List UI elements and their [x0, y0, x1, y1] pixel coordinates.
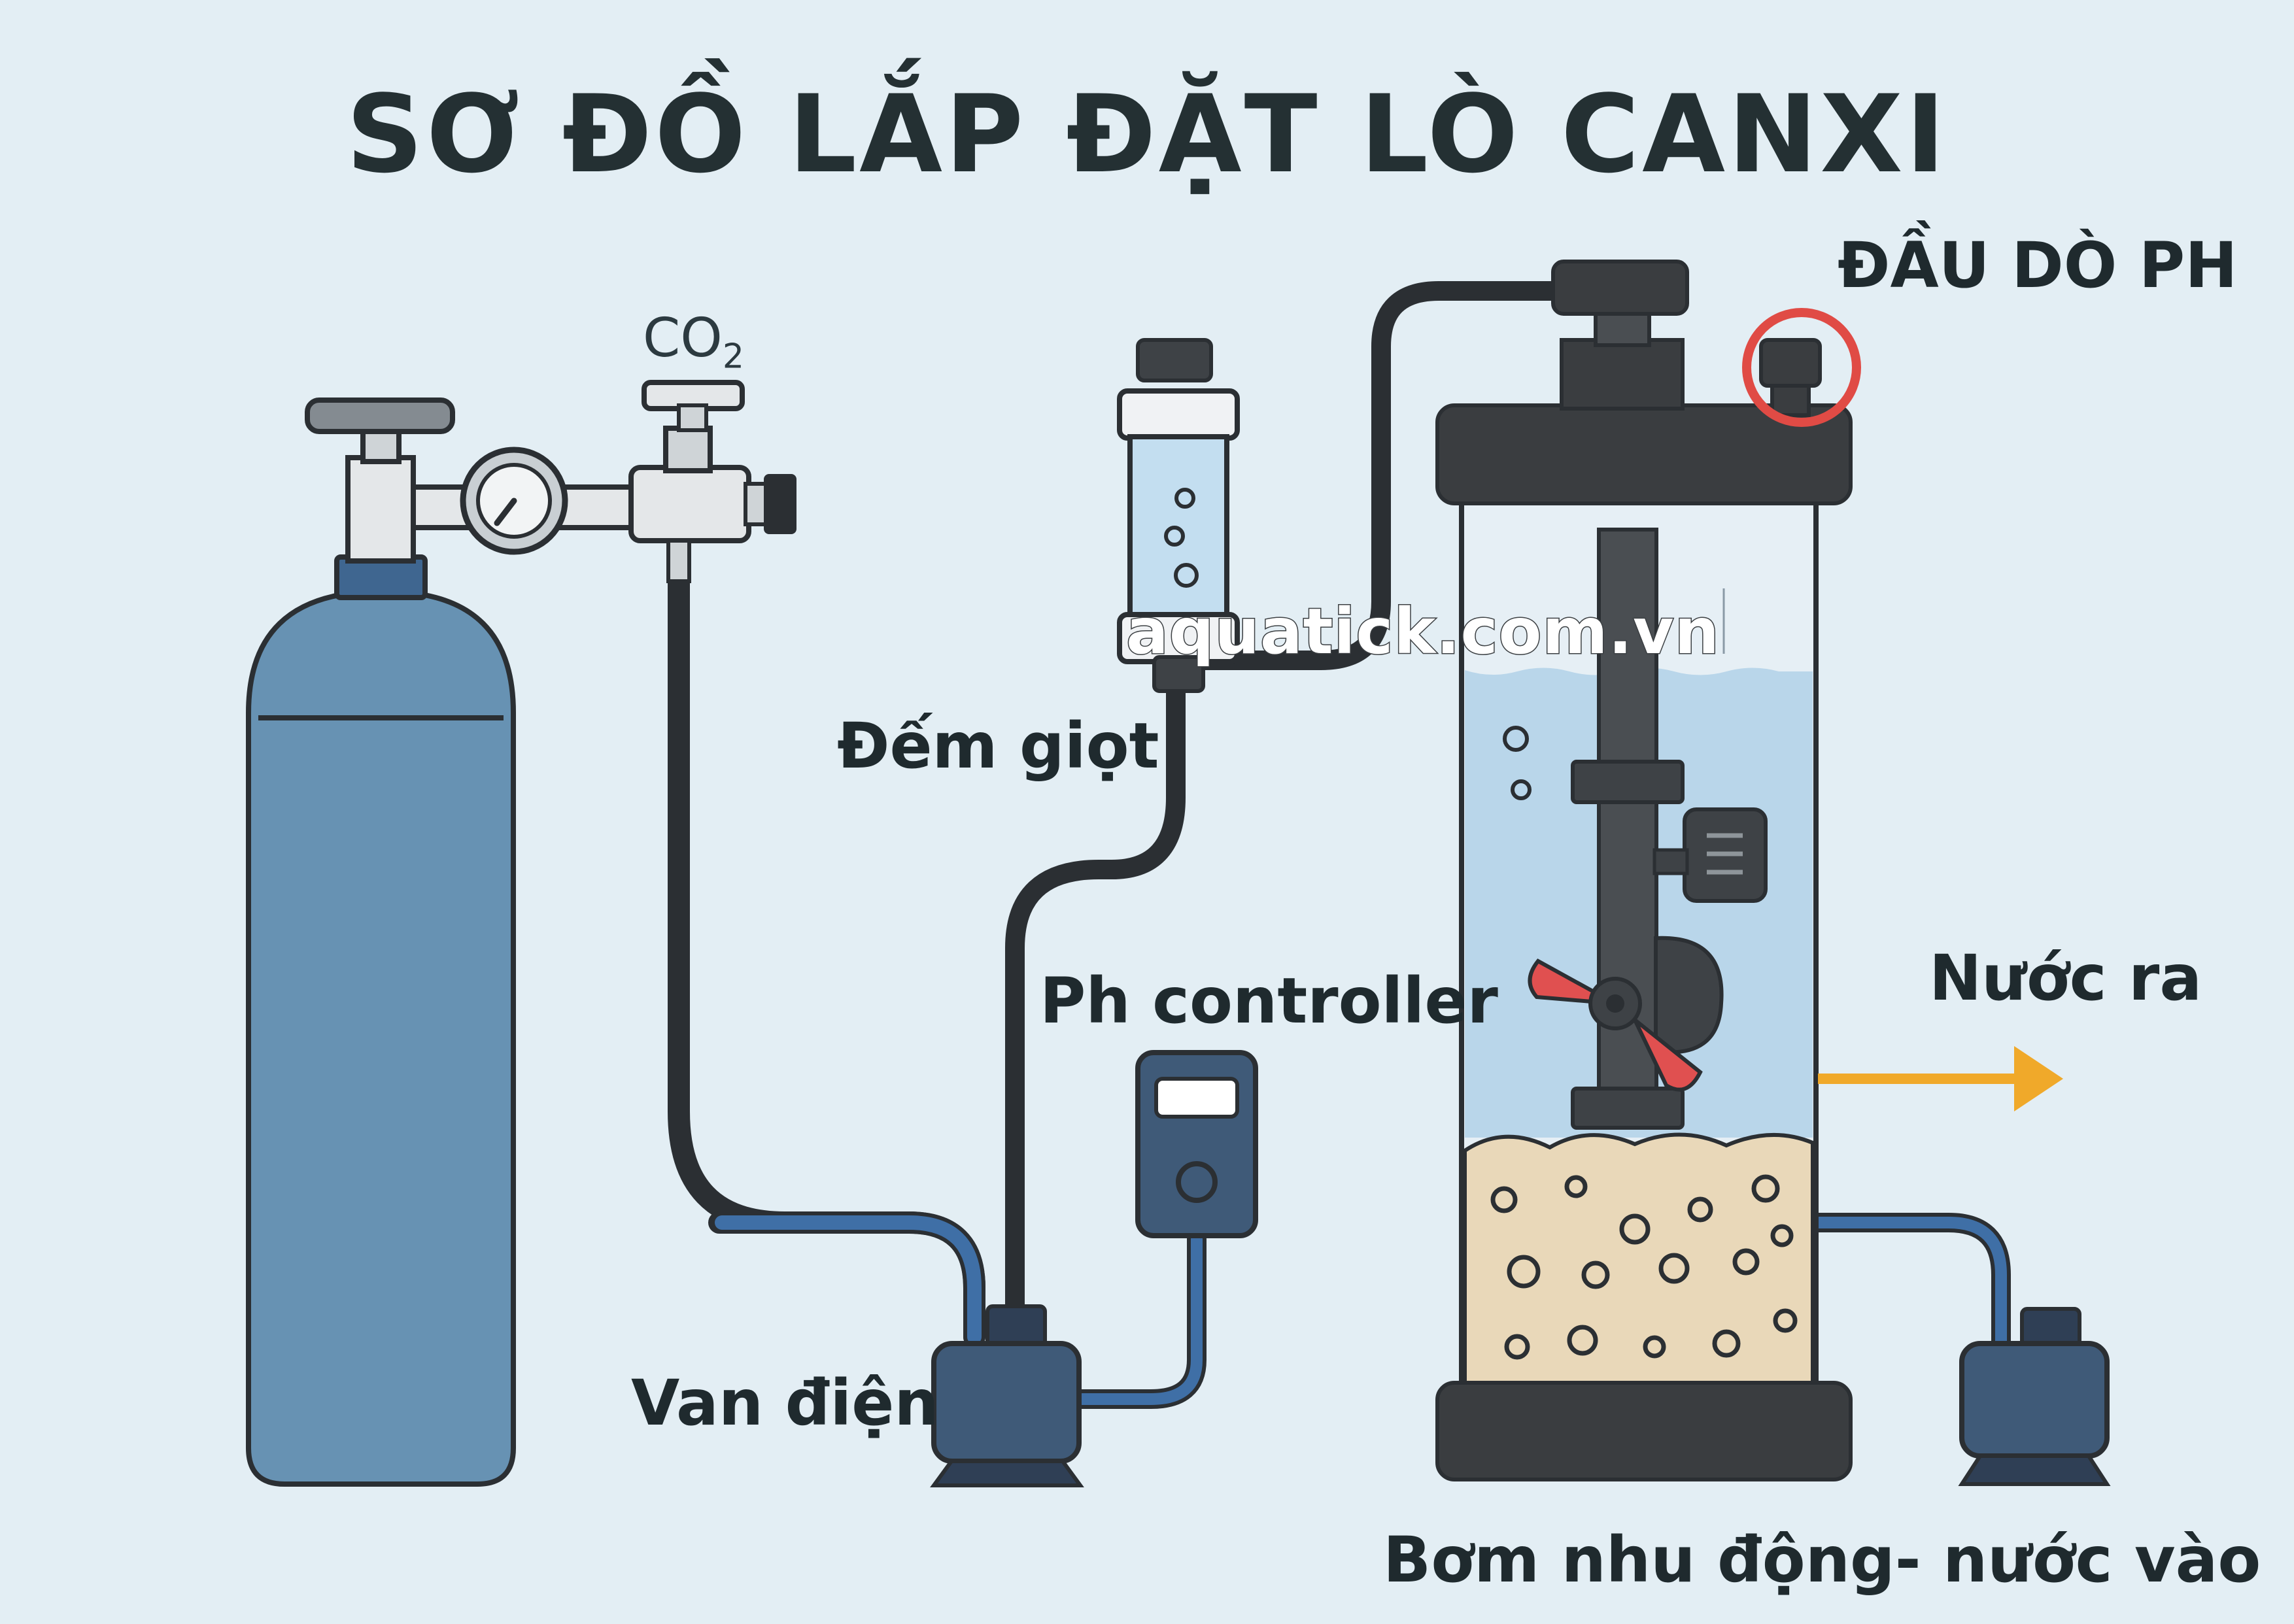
- water-out-label: Nước ra: [1929, 941, 2202, 1015]
- solenoid-valve-label: Van điện: [631, 1366, 939, 1440]
- drop-counter-label: Đếm giọt: [837, 709, 1159, 783]
- controller-to-valve-line: [1069, 1229, 1207, 1409]
- counter-to-reactor-line: [1187, 281, 1579, 670]
- co2-label-subscript: 2: [722, 337, 744, 377]
- diagram-title: SƠ ĐỒ LẮP ĐẶT LÒ CANXI: [346, 72, 1948, 197]
- peristaltic-pump-label: Bơm nhu động- nước vào: [1383, 1523, 2261, 1597]
- pump-to-reactor-line: [1808, 1213, 2011, 1366]
- co2-label: CO2: [643, 307, 744, 376]
- co2-line: [668, 571, 985, 1348]
- watermark: aquatick.com.vn: [1125, 594, 1720, 669]
- solenoid-valve-device: [930, 1304, 1084, 1487]
- ph-probe-highlight-ring: [1742, 308, 1861, 427]
- bubble-counter: [1117, 338, 1240, 693]
- water-out-arrow: [1818, 1046, 2063, 1111]
- calcium-media-pebbles: [1490, 1174, 1798, 1360]
- co2-regulator: [411, 380, 796, 583]
- ph-controller-device: [1135, 1050, 1258, 1238]
- peristaltic-pump-device: [1958, 1307, 2111, 1486]
- ph-probe: [1742, 308, 1861, 427]
- ph-probe-label: ĐẦU DÒ PH: [1838, 229, 2238, 302]
- valve-to-counter-line: [1005, 664, 1186, 1324]
- impeller: [1528, 958, 1703, 1092]
- calcium-reactor: [1435, 260, 1853, 1481]
- co2-label-main: CO: [643, 307, 723, 369]
- ph-controller-label: Ph controller: [1040, 964, 1498, 1038]
- co2-cylinder: [246, 398, 516, 1487]
